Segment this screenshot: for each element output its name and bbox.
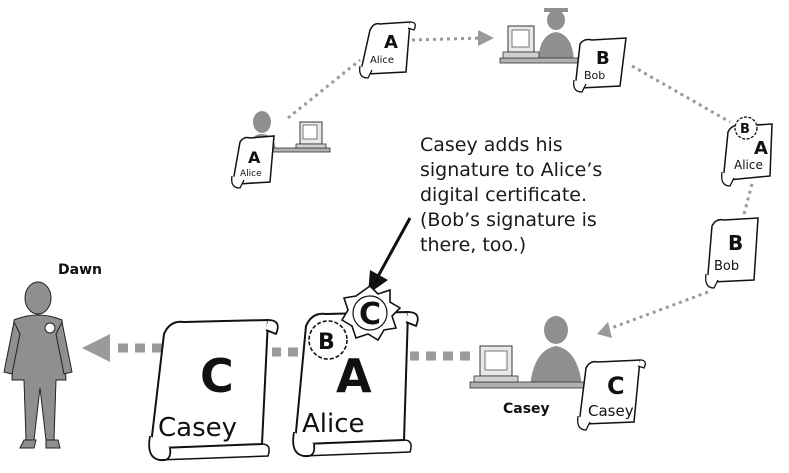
- caption-pointer-arrow: [368, 217, 412, 294]
- certificate-casey-desk: C Casey: [577, 359, 646, 431]
- certificate-letter: B: [596, 48, 610, 69]
- seal-letter: B: [740, 122, 750, 137]
- certificate-alice-top: A Alice: [359, 21, 416, 79]
- certificate-letter: C: [607, 372, 625, 400]
- certificate-name: Alice: [734, 158, 763, 172]
- certificate-alice-large: B C A Alice: [292, 284, 419, 458]
- caption-text: Casey adds his signature to Alice’s digi…: [420, 133, 660, 258]
- certificate-name: Bob: [714, 259, 739, 274]
- certificate-bob-right: B Bob: [705, 217, 759, 289]
- certificate-alice-signed-by-bob: B A Alice: [721, 116, 773, 187]
- certificate-casey-large: C Casey: [148, 318, 279, 462]
- caption-line: digital certificate.: [420, 184, 588, 206]
- certificate-alice-small: A Alice: [231, 135, 275, 189]
- certificate-name: Alice: [302, 409, 365, 439]
- certificate-name: Casey: [158, 413, 237, 443]
- badge-icon: [44, 322, 56, 334]
- certificate-letter: A: [248, 148, 261, 167]
- certificate-letter: C: [200, 349, 234, 403]
- dawn-label: Dawn: [58, 262, 102, 278]
- dotted-arrow-to-casey: [597, 290, 709, 338]
- certificate-letter: A: [384, 32, 398, 53]
- dotted-line-bob-to-right: [631, 64, 731, 124]
- certificate-bob-desk: B Bob: [573, 37, 627, 93]
- casey-label: Casey: [503, 401, 550, 417]
- computer-icon: [473, 345, 519, 383]
- casey-signature-seal: C: [340, 284, 402, 342]
- dotted-line-alice-desk-to-cert: [287, 58, 361, 120]
- computer-icon: [295, 121, 327, 149]
- certificate-letter: A: [754, 138, 768, 159]
- bob-signature-seal: B: [308, 320, 348, 360]
- certificate-name: Alice: [240, 169, 262, 179]
- caption-line: Casey adds his: [420, 134, 563, 156]
- certificate-name: Casey: [588, 402, 634, 420]
- seal-letter: B: [318, 330, 335, 355]
- caption-line: there, too.): [420, 234, 527, 256]
- bob-person-at-desk: [499, 8, 591, 64]
- dawn-person-figure: [3, 281, 73, 449]
- dotted-line-right-down: [742, 183, 754, 215]
- caption-line: signature to Alice’s: [420, 159, 603, 181]
- certificate-letter: B: [728, 231, 743, 255]
- computer-icon: [502, 25, 540, 59]
- dashed-arrow-to-dawn: [82, 334, 162, 362]
- bob-signature-seal: B: [734, 116, 758, 140]
- seal-letter: C: [359, 297, 381, 332]
- casey-person-at-desk: [469, 316, 601, 389]
- certificate-name: Alice: [370, 55, 394, 66]
- dotted-arrow-alice-to-bob: [411, 30, 494, 46]
- certificate-letter: A: [336, 349, 372, 403]
- caption-line: (Bob’s signature is: [420, 209, 597, 231]
- certificate-name: Bob: [584, 69, 605, 82]
